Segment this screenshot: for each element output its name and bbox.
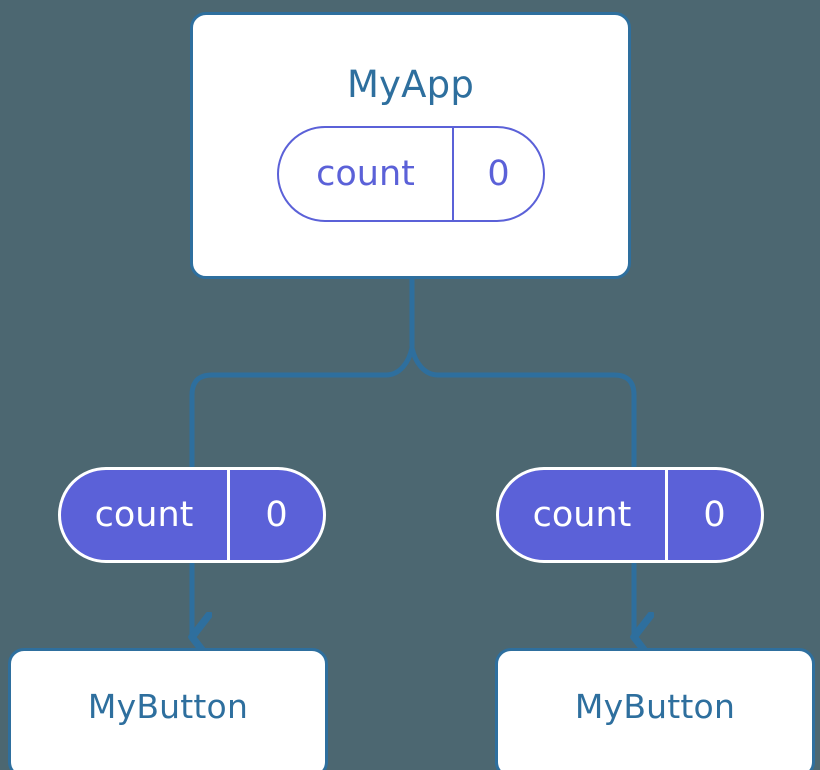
state-value-branch-left: 0 xyxy=(265,495,288,535)
component-label-myapp: MyApp xyxy=(346,63,475,106)
state-key-branch-left: count xyxy=(61,470,230,560)
component-box-mybutton-right[interactable]: MyButton xyxy=(495,648,815,770)
state-value-root: 0 xyxy=(487,154,510,194)
connector-branch-right xyxy=(409,345,637,469)
state-key-branch-right: count xyxy=(499,470,668,560)
state-pill-branch-left[interactable]: count 0 xyxy=(58,467,326,563)
component-label-mybutton-right: MyButton xyxy=(574,687,736,726)
state-value-branch-right: 0 xyxy=(703,495,726,535)
state-pill-branch-right[interactable]: count 0 xyxy=(496,467,764,563)
state-pill-root[interactable]: count 0 xyxy=(277,126,545,222)
state-key-root: count xyxy=(279,128,454,220)
component-box-mybutton-left[interactable]: MyButton xyxy=(8,648,328,770)
connector-branch-left xyxy=(189,345,415,469)
component-label-mybutton-left: MyButton xyxy=(87,687,249,726)
